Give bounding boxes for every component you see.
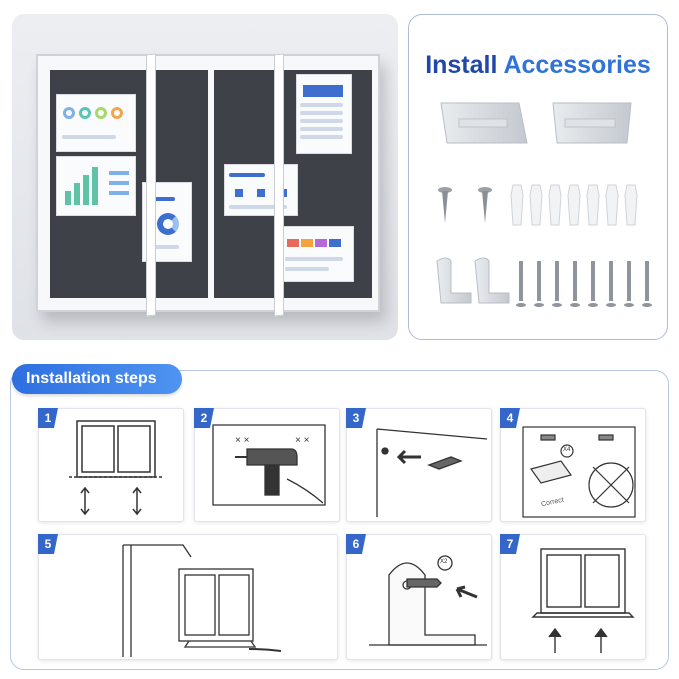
accessories-illustration xyxy=(436,102,652,307)
step-card-4: 4 X4 Correct xyxy=(500,408,646,522)
wall-anchors-icon xyxy=(510,184,638,226)
l-bracket-screw-illustration xyxy=(369,555,487,646)
screw-icon xyxy=(478,187,492,223)
hanging-bracket-icon xyxy=(440,102,528,144)
product-photo xyxy=(12,14,398,340)
badge-icon xyxy=(560,444,574,458)
poster-services xyxy=(224,164,298,216)
installation-steps-title: Installation steps xyxy=(12,364,182,394)
poster-bar-chart xyxy=(56,156,136,216)
screw-icon xyxy=(438,187,452,223)
insert-anchor-illustration xyxy=(376,428,488,517)
svg-text:× ×: × × xyxy=(235,435,250,446)
mount-bracket-illustration xyxy=(522,426,636,518)
arrow-icon xyxy=(132,486,142,516)
accessories-title: Install Accessories xyxy=(409,51,667,80)
step-card-7: 7 xyxy=(500,534,646,660)
step-number: 5 xyxy=(38,534,58,554)
secure-bottom-illustration xyxy=(531,548,635,653)
poster-dashboard xyxy=(56,94,136,152)
arrow-icon xyxy=(594,627,608,653)
arrow-icon xyxy=(80,486,90,516)
l-bracket-icon xyxy=(436,257,510,304)
step-number: 4 xyxy=(500,408,520,428)
poster-table xyxy=(296,74,352,154)
long-screws-icon xyxy=(516,261,652,307)
hanging-bracket-icon xyxy=(552,102,632,144)
hang-cabinet-illustration xyxy=(122,544,282,657)
step-card-3: 3 xyxy=(346,408,492,522)
quantity-label: X4 xyxy=(563,447,571,453)
cabinet-frame-illustration xyxy=(69,420,163,516)
wrong-bracket-icon xyxy=(588,462,634,508)
accessories-title-part1: Install xyxy=(425,51,498,79)
arrow-icon xyxy=(455,585,478,599)
screw-icon xyxy=(406,578,442,588)
step-number: 6 xyxy=(346,534,366,554)
install-accessories-panel: Install Accessories xyxy=(408,14,668,340)
drill-icon xyxy=(235,448,298,496)
step-card-1: 1 xyxy=(38,408,184,522)
right-door-open xyxy=(274,53,284,317)
arrow-icon xyxy=(548,627,562,653)
step-number: 7 xyxy=(500,534,520,554)
step-card-5: 5 xyxy=(38,534,338,660)
quantity-label: X2 xyxy=(440,559,448,565)
step-number: 3 xyxy=(346,408,366,428)
correct-bracket-icon xyxy=(530,460,572,484)
step-number: 1 xyxy=(38,408,58,428)
accessories-title-part2: Accessories xyxy=(503,51,651,79)
notice-board-cabinet xyxy=(36,53,380,317)
wall-anchor-icon xyxy=(427,456,463,470)
poster-arrows xyxy=(280,226,354,282)
step-card-6: 6 X2 xyxy=(346,534,492,660)
drill-illustration: × × × × xyxy=(212,424,326,506)
left-door-open xyxy=(146,53,156,317)
step-card-2: 2 × × × × xyxy=(194,408,340,522)
svg-text:× ×: × × xyxy=(295,435,310,446)
arrow-icon xyxy=(396,449,421,465)
step-number: 2 xyxy=(194,408,214,428)
